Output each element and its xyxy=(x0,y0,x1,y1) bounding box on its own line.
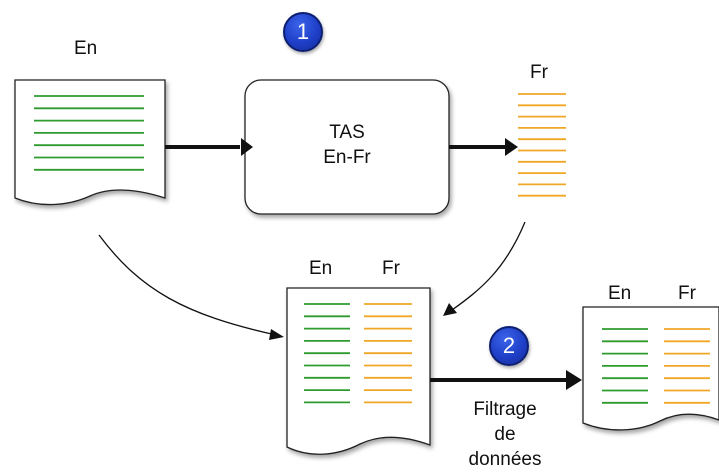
bilingual-text-lines xyxy=(304,303,412,404)
tas-box-label: TAS En-Fr xyxy=(245,120,449,170)
filter-caption-line-3: données xyxy=(468,449,542,470)
source-language-label: En xyxy=(74,38,98,59)
bilingual-document xyxy=(286,287,431,455)
filtered-text-lines xyxy=(602,328,710,404)
translated-language-label: Fr xyxy=(530,62,548,83)
tas-title: TAS xyxy=(329,122,365,143)
source-document xyxy=(14,79,166,206)
step-2-badge: 2 xyxy=(489,326,529,366)
tas-language-pair: En-Fr xyxy=(323,147,371,168)
bilingual-left-label: En xyxy=(309,258,333,279)
bilingual-right-label: Fr xyxy=(382,258,400,279)
french-text-lines xyxy=(518,93,566,197)
filtered-right-label: Fr xyxy=(678,283,696,304)
step-1-badge: 1 xyxy=(283,12,323,52)
english-text-lines xyxy=(34,95,144,171)
filtered-left-label: En xyxy=(608,283,632,304)
filter-caption: Filtrage de données xyxy=(452,397,558,472)
filter-caption-line-1: Filtrage xyxy=(473,399,537,420)
arrow-french-to-bilingual xyxy=(451,221,526,311)
arrow-source-to-bilingual xyxy=(98,234,277,336)
filter-caption-line-2: de xyxy=(494,424,516,445)
filtered-document xyxy=(582,306,719,431)
